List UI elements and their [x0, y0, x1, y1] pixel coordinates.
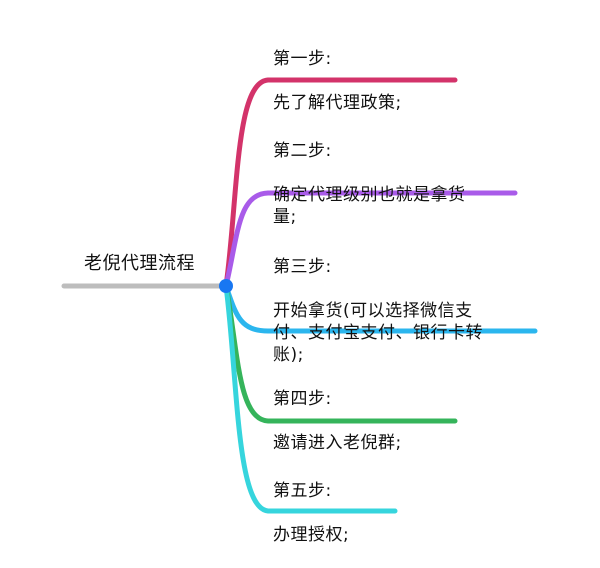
- root-label: 老倪代理流程: [84, 253, 195, 274]
- branch-3-label: 第三步: 开始拿货(可以选择微信支 付、支付宝支付、银行卡转 账);: [273, 234, 528, 388]
- branch-2-step: 第二步:: [273, 141, 332, 161]
- branch-2-label: 第二步: 确定代理级别也就是拿货 量;: [273, 118, 523, 250]
- branch-5-label: 第五步: 办理授权;: [273, 458, 523, 568]
- branch-2-text: 确定代理级别也就是拿货 量;: [273, 185, 466, 227]
- branch-4-label: 第四步: 邀请进入老倪群;: [273, 366, 523, 476]
- branch-3-text: 开始拿货(可以选择微信支 付、支付宝支付、银行卡转 账);: [273, 301, 483, 365]
- branch-1-text: 先了解代理政策;: [273, 93, 402, 113]
- branch-4-text: 邀请进入老倪群;: [273, 433, 402, 453]
- center-node: [219, 279, 233, 293]
- branch-4-step: 第四步:: [273, 389, 332, 409]
- branch-3-step: 第三步:: [273, 257, 332, 277]
- branch-1-step: 第一步:: [273, 49, 332, 69]
- connector-lines: [61, 77, 538, 514]
- branch-2-line: [223, 190, 518, 289]
- branch-1-line: [223, 77, 458, 289]
- branch-1-label: 第一步: 先了解代理政策;: [273, 26, 523, 136]
- mind-map: 老倪代理流程 第一步: 先了解代理政策; 第二步: 确定代理级别也就是拿货 量;…: [61, 26, 538, 545]
- branch-5-line: [223, 283, 398, 514]
- branch-5-step: 第五步:: [273, 481, 332, 501]
- branch-5-text: 办理授权;: [273, 525, 350, 545]
